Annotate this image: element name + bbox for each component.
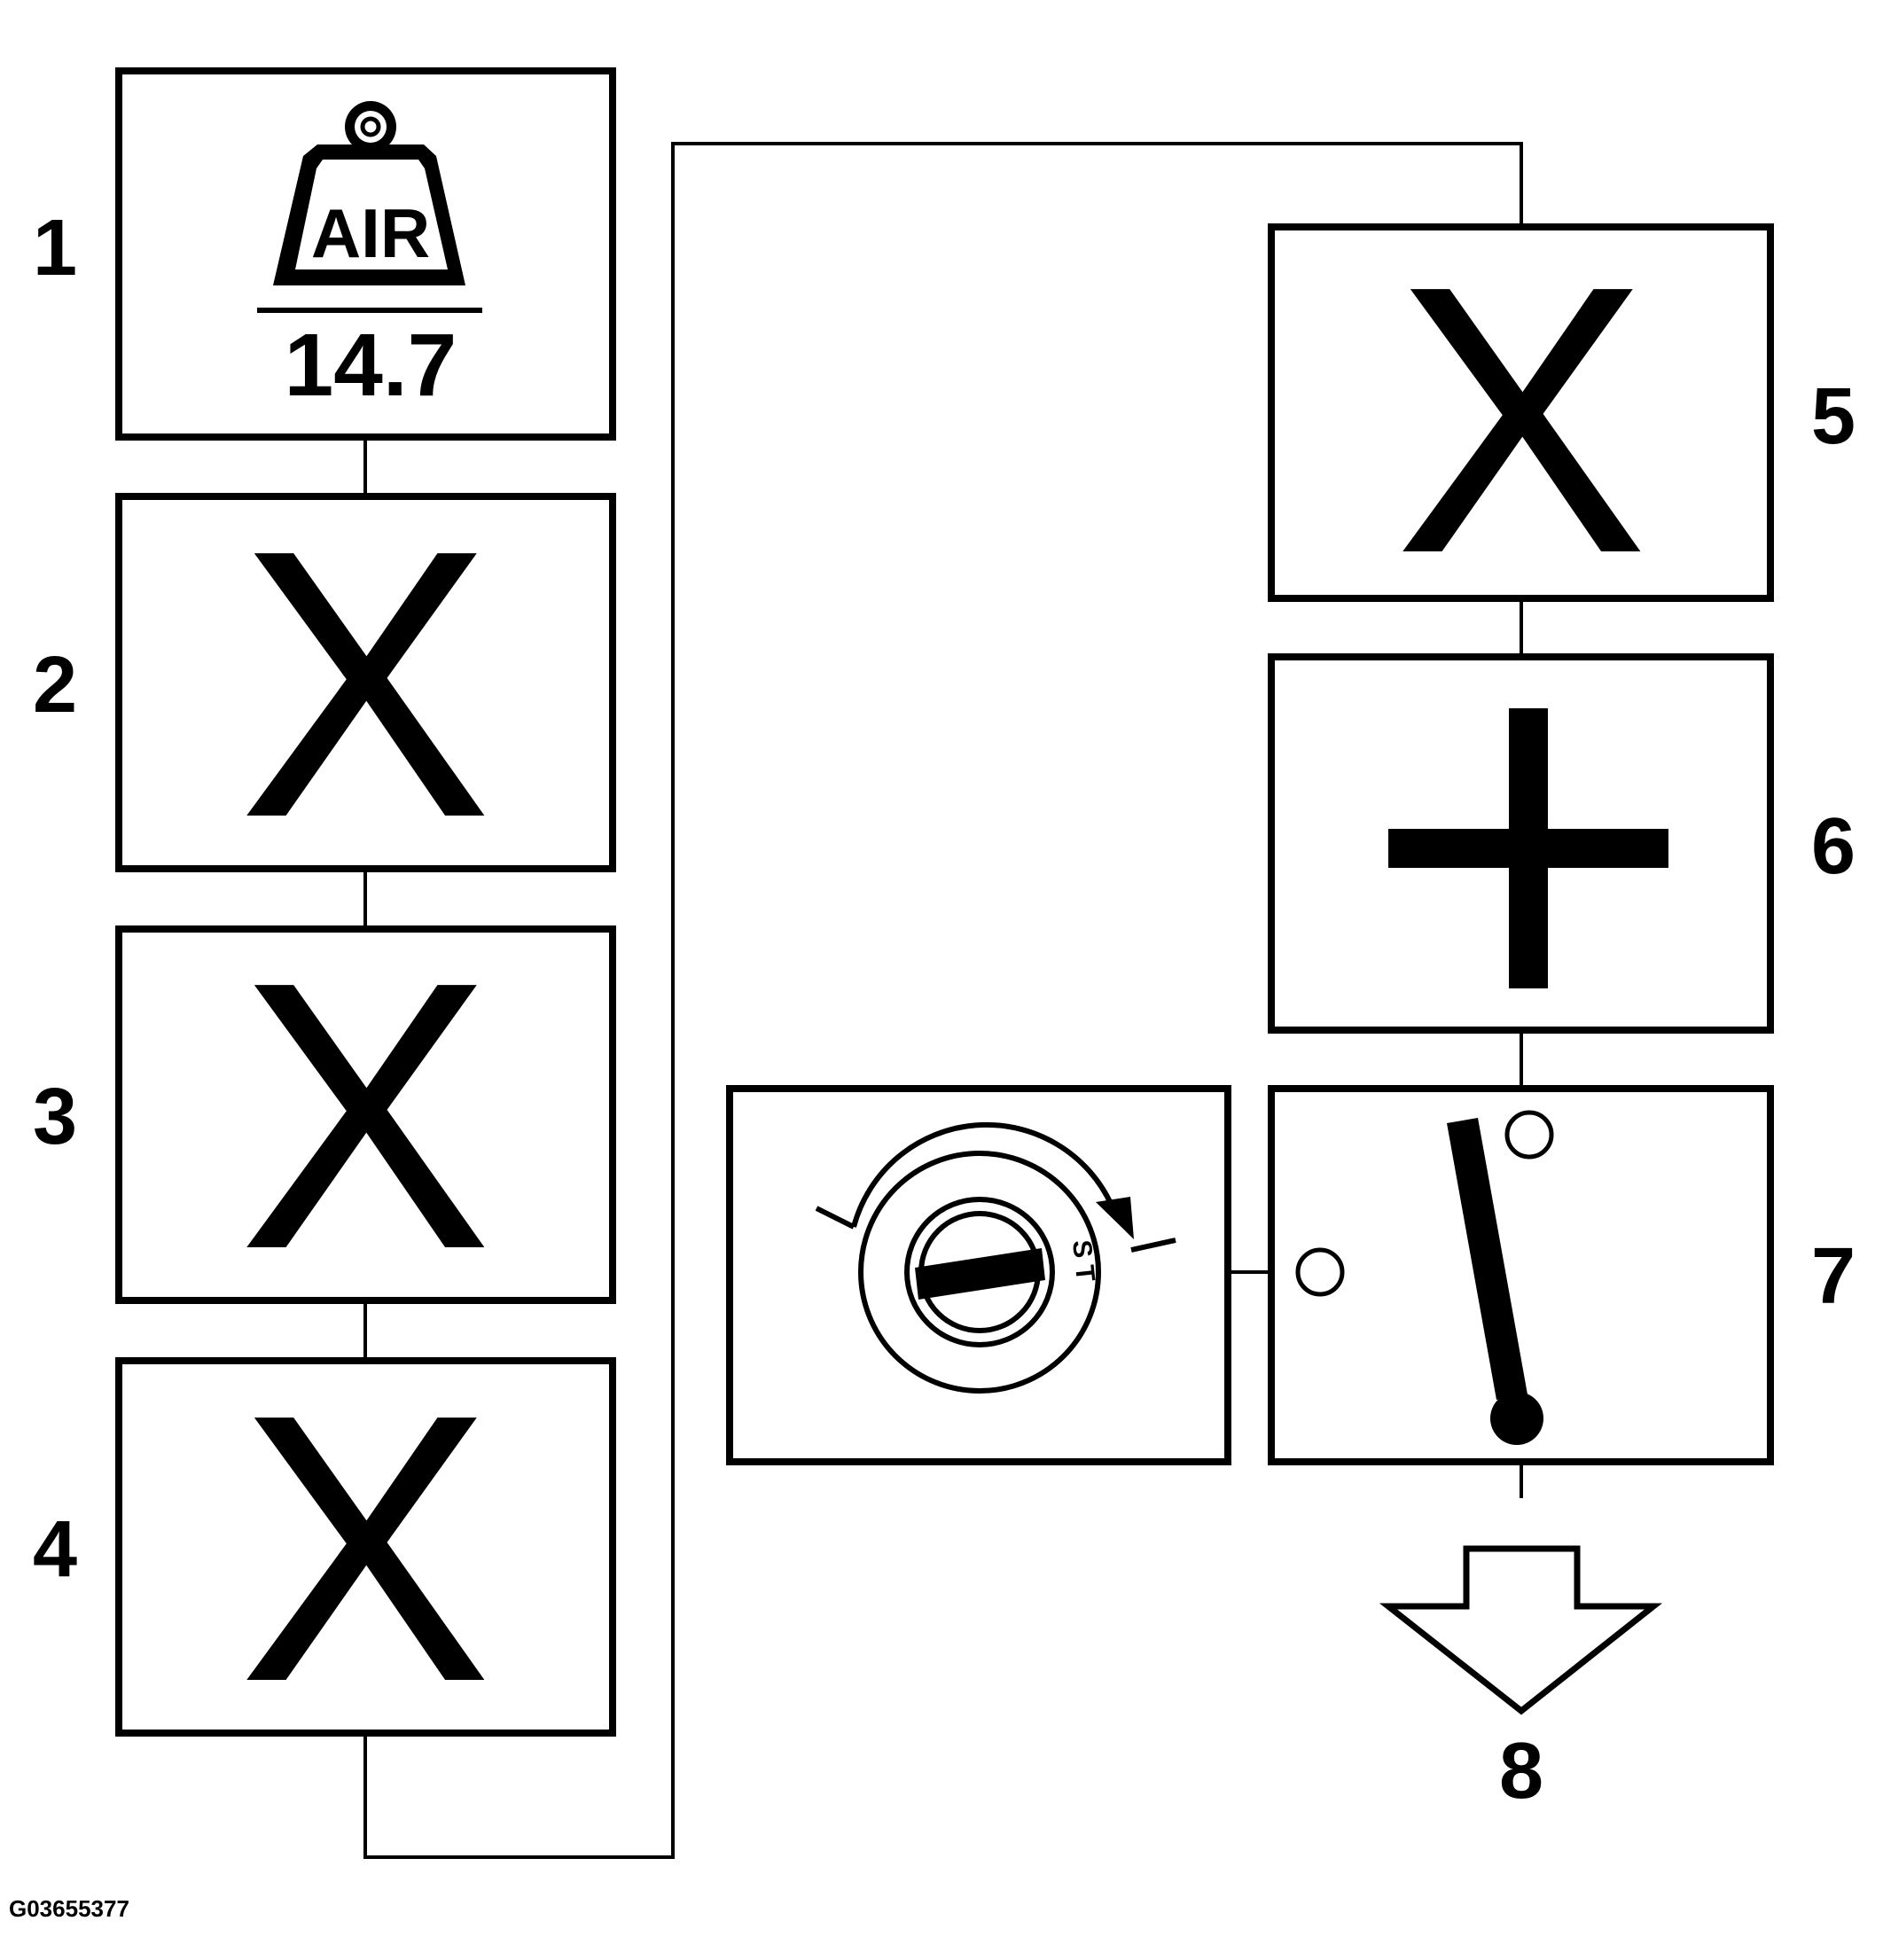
ignition-label: S T — [1067, 1238, 1100, 1283]
pressure-value: 14.7 — [285, 316, 457, 415]
weight-label: AIR — [311, 194, 430, 272]
box-3 — [115, 925, 616, 1304]
x-mark-3: X — [238, 903, 493, 1329]
connector-wires — [363, 142, 1523, 1859]
x-mark-5: X — [1395, 207, 1649, 633]
x-mark-4: X — [238, 1336, 493, 1761]
plus-icon — [1388, 708, 1668, 988]
step-label-6: 6 — [1811, 802, 1856, 891]
step-label-3: 3 — [33, 1073, 77, 1161]
box-2 — [115, 493, 616, 872]
step-label-2: 2 — [33, 641, 77, 730]
down-arrow-icon — [1379, 1545, 1663, 1715]
ignition-key-icon: S T — [815, 1121, 1176, 1394]
weight-icon — [257, 101, 482, 313]
step-label-8: 8 — [1499, 1727, 1543, 1816]
step-label-4: 4 — [33, 1505, 77, 1594]
step-label-1: 1 — [33, 204, 77, 293]
x-mark-2: X — [238, 472, 493, 897]
step-label-5: 5 — [1811, 372, 1856, 461]
step-label-7: 7 — [1811, 1232, 1856, 1321]
switch-icon — [1295, 1110, 1554, 1445]
box-5 — [1268, 223, 1774, 602]
figure-code: G03655377 — [9, 1895, 129, 1922]
box-4 — [115, 1357, 616, 1737]
